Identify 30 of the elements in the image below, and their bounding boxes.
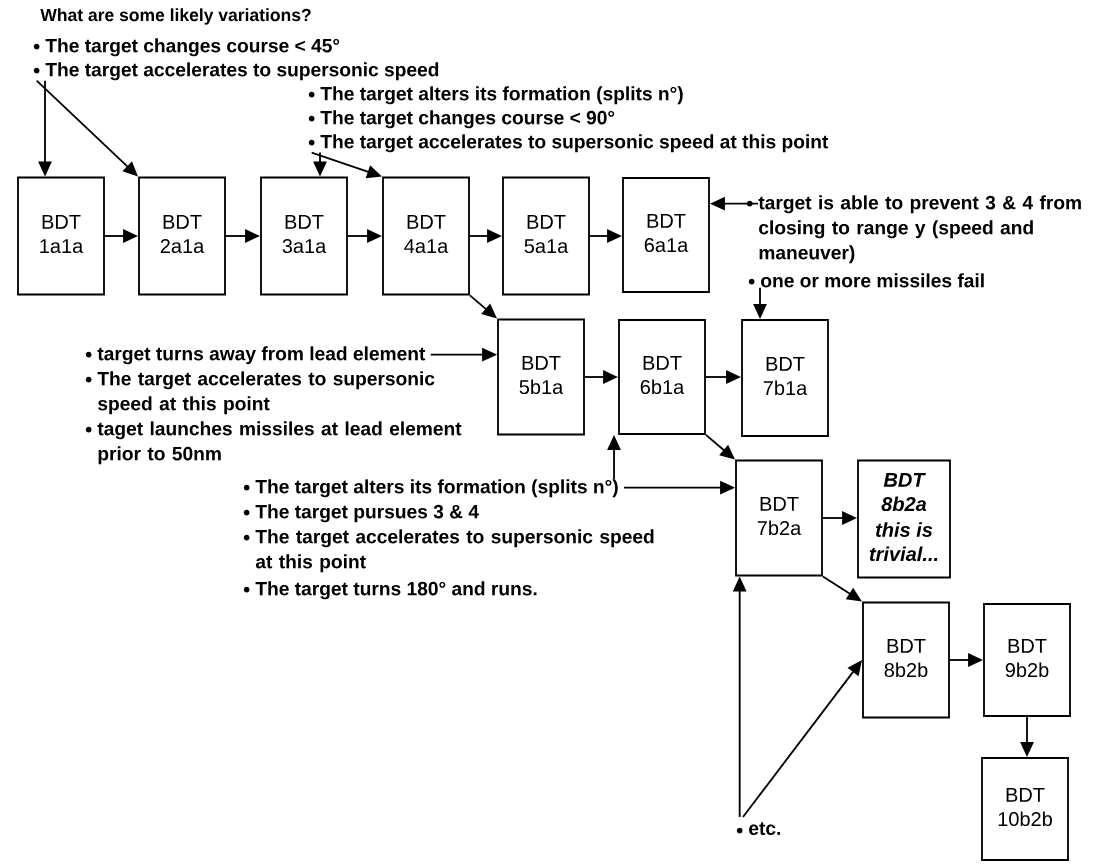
process-box: BDT 8b2b <box>862 601 950 719</box>
bullet-text: The target turns 180° and runs. <box>255 581 537 600</box>
process-box: BDT 7b1a <box>741 319 829 437</box>
bullet-text: etc. <box>749 822 781 836</box>
bullet-text: taget launches missiles at lead element prior to 50nm <box>97 421 462 465</box>
bullet-text: The target changes course < 45° <box>45 38 340 57</box>
bullet-text: The target accelerates to supersonic speed <box>45 62 439 81</box>
bullet-text: The target accelerates to supersonic speed at this point <box>320 134 829 153</box>
bullet-text: The target pursues 3 & 4 <box>255 504 479 523</box>
process-box: BDT 5a1a <box>502 176 590 296</box>
bullet-text: The target alters its formation (splits n°) <box>255 479 618 498</box>
bullet-text: The target changes course < 90° <box>320 110 615 129</box>
process-box: BDT 8b2a this is trivial... <box>857 459 951 579</box>
process-box: BDT 10b2b <box>981 757 1069 861</box>
process-box: BDT 6a1a <box>622 177 710 293</box>
process-box: BDT 2a1a <box>138 176 226 296</box>
process-box: BDT 5b1a <box>497 318 585 436</box>
bullet-text: The target alters its formation (splits n°) <box>320 86 683 105</box>
process-box: BDT 1a1a <box>17 176 105 296</box>
process-box: BDT 7b2a <box>735 459 823 577</box>
bullet-text: The target accelerates to supersonic speed at this point <box>255 529 654 573</box>
process-box: BDT 4a1a <box>382 176 470 296</box>
bullet-text: one or more missiles fail <box>761 273 984 288</box>
title: What are some likely variations? <box>40 8 311 25</box>
bullet-text: target turns away from lead element <box>97 346 426 365</box>
process-box: BDT 3a1a <box>260 176 348 296</box>
process-box: BDT 9b2b <box>983 603 1071 717</box>
process-box: BDT 6b1a <box>618 319 706 435</box>
bullet-text: target is able to prevent 3 & 4 from closing to range y (speed and maneuver) <box>758 195 1081 264</box>
arrow <box>822 575 862 602</box>
